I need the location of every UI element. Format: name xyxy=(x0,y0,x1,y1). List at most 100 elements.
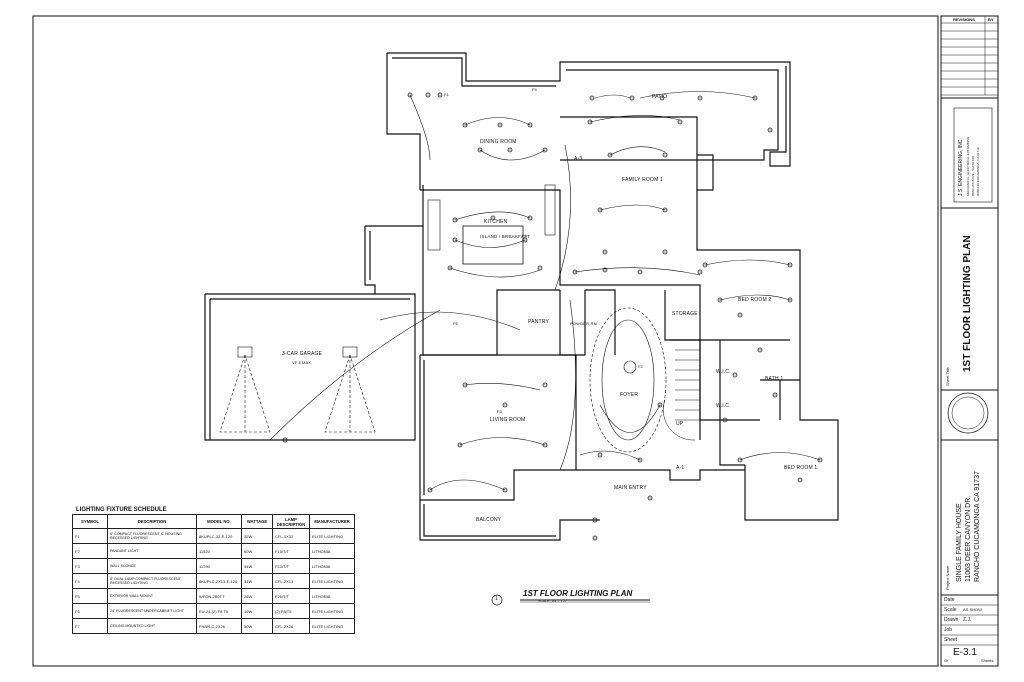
schedule-lamp: CFL-1X32 xyxy=(272,528,310,544)
company-line: MECHANICAL, ELECTRICAL & PLUMBING xyxy=(966,136,970,196)
section-marker xyxy=(491,594,650,606)
drawn-value: Z.J. xyxy=(963,617,972,623)
schedule-model: WFON-2B0TT xyxy=(196,588,242,604)
lighting-fixture-schedule: SYMBOL DESCRIPTION MODEL NO. WATTAGE LAM… xyxy=(72,514,355,634)
company-line: RANCHO CUCAMONGA, CA 91730 xyxy=(976,147,980,196)
room-label-up: UP xyxy=(676,421,684,427)
room-label-bedroom2: BED ROOM 2 xyxy=(738,297,772,303)
sheet-number: E-3.1 xyxy=(953,647,977,658)
schedule-lamp: CFL-2X13 xyxy=(272,573,310,589)
schedule-manufacturer: ELITE LIGHTING xyxy=(309,528,355,544)
room-label-storage: STORAGE xyxy=(672,311,698,317)
sheet-title: 1ST FLOOR LIGHTING PLAN xyxy=(962,235,973,372)
fixture-tag: F3 xyxy=(497,409,502,414)
schedule-symbol: F3 xyxy=(72,558,108,574)
schedule-header: SYMBOL xyxy=(72,514,108,529)
company-name: J.S. ENGINEERING, INC. xyxy=(958,138,964,196)
drawing-scale: SCALE: 1/4"= 1'-0" xyxy=(538,599,568,603)
schedule-row: F6 24" FLUORESCENT UNDERCABINET LIGHT EU… xyxy=(72,603,355,619)
schedule-description: PANDANT LIGHT xyxy=(107,543,197,559)
fixture-tag: F4 xyxy=(522,233,527,238)
schedule-wattage: 50W xyxy=(241,618,273,634)
schedule-symbol: F7 xyxy=(72,618,108,634)
foyer-ceiling xyxy=(589,307,667,453)
schedule-model: 8KUPLC-2X13-E-120 xyxy=(196,573,242,589)
company-line: 8600 UTICA AVE., SUITE 100 xyxy=(971,156,975,196)
schedule-manufacturer: LITHONIA xyxy=(309,558,355,574)
garage-note: VF-EMAX. xyxy=(292,360,313,365)
title-block-frame xyxy=(940,15,999,667)
project-line: SINGLE FAMILY HOUSE xyxy=(956,503,963,582)
room-label-island: ISLAND / BREAKFAST xyxy=(480,234,531,239)
schedule-description: 8" DUAL LAMP COMPACT FLUORESCENT RECESSE… xyxy=(107,573,197,589)
schedule-lamp: F26/T/T xyxy=(272,588,310,604)
scale-label: Scale xyxy=(944,607,957,613)
schedule-row: F1 6" COMPACT FLUORESCENT IC HOUSING REC… xyxy=(72,528,355,544)
schedule-lamp: F13/T/T xyxy=(272,558,310,574)
schedule-manufacturer: ELITE LIGHTING xyxy=(309,603,355,619)
schedule-header: MODEL NO. xyxy=(196,514,242,529)
drawing-title: 1ST FLOOR LIGHTING PLAN xyxy=(523,589,633,598)
sheets-label: Sheets xyxy=(981,658,994,663)
schedule-header: DESCRIPTION xyxy=(107,514,197,529)
schedule-lamp: F15/T/T xyxy=(272,543,310,559)
garage-light-cones xyxy=(219,354,376,433)
project-line: RANCHO CUCAMONGA CA 91737 xyxy=(974,471,981,582)
schedule-row: F5 EXTERIOR WALL MOUNT WFON-2B0TT 26W F2… xyxy=(72,588,355,604)
room-label-kitchen: KITCHEN xyxy=(484,219,508,225)
schedule-description: WALL SCONCE xyxy=(107,558,197,574)
by-label: BY xyxy=(988,17,994,22)
scale-value: AS SHOW xyxy=(963,607,982,612)
schedule-model: 11790 xyxy=(196,558,242,574)
room-label-foyer: FOYER xyxy=(620,392,639,398)
schedule-manufacturer: LITHONIA xyxy=(309,543,355,559)
schedule-manufacturer: ELITE LIGHTING xyxy=(309,573,355,589)
schedule-row: F7 CEILING MOUNTED LIGHT FH8PLC-2X26 50W… xyxy=(72,618,355,634)
schedule-lamp: (2) F8/T5 xyxy=(272,603,310,619)
schedule-description: CEILING MOUNTED LIGHT xyxy=(107,618,197,634)
schedule-row: F3 WALL SCONCE 11790 34W F13/T/T LITHONI… xyxy=(72,558,355,574)
drawn-label: Drawn xyxy=(944,617,959,623)
schedule-title: LIGHTING FIXTURE SCHEDULE xyxy=(76,507,167,513)
schedule-model: 8KUPLC-32-E-120 xyxy=(196,528,242,544)
schedule-manufacturer: ELITE LIGHTING xyxy=(309,618,355,634)
schedule-symbol: F4 xyxy=(72,573,108,589)
sheet-border xyxy=(32,15,939,667)
schedule-symbol: F5 xyxy=(72,588,108,604)
room-label-family: FAMILY ROOM 1 xyxy=(622,177,664,183)
room-label-bedroom1: BED ROOM 1 xyxy=(784,465,818,471)
room-label-wic2: W.I.C. xyxy=(716,403,731,409)
sheet-label: Sheet xyxy=(944,637,958,643)
schedule-header: WATTAGE xyxy=(241,514,273,529)
fixture-tag: F1 xyxy=(444,92,449,97)
schedule-wattage: 34W xyxy=(241,558,273,574)
schedule-manufacturer: LITHONIA xyxy=(309,588,355,604)
building-walls xyxy=(204,52,839,541)
schedule-wattage: 26W xyxy=(241,588,273,604)
schedule-symbol: F1 xyxy=(72,528,108,544)
schedule-description: 6" COMPACT FLUORESCENT IC HOUSING RECESS… xyxy=(107,528,197,544)
room-label-living: LIVING ROOM xyxy=(490,417,526,423)
revisions-label: REVISIONS xyxy=(953,17,975,22)
schedule-wattage: 34W xyxy=(241,573,273,589)
kitchen-island xyxy=(462,225,524,265)
fixture-tag: F6 xyxy=(453,321,458,326)
project-line: 11063 DEER CANYON DR. xyxy=(965,495,972,582)
schedule-header: LAMP DESCRIPTION xyxy=(272,514,310,529)
date-label: Date xyxy=(944,597,955,603)
schedule-model: EU-24-(2) F8 T5 xyxy=(196,603,242,619)
schedule-wattage: 60W xyxy=(241,543,273,559)
fixture-tag: F5 xyxy=(532,87,537,92)
schedule-row: F2 PANDANT LIGHT 11520 60W F15/T/T LITHO… xyxy=(72,543,355,559)
room-label-bath: BATH 1 xyxy=(765,376,784,382)
schedule-header: MANUFACTURER xyxy=(309,514,355,529)
room-label-balcony: BALCONY xyxy=(476,517,502,523)
schedule-lamp: CFL-2X26 xyxy=(272,618,310,634)
schedule-header-row: SYMBOL DESCRIPTION MODEL NO. WATTAGE LAM… xyxy=(72,514,355,529)
detail-number: 1 xyxy=(495,596,498,602)
schedule-description: EXTERIOR WALL MOUNT xyxy=(107,588,197,604)
schedule-wattage: 16W xyxy=(241,603,273,619)
room-label-dining: DINING ROOM xyxy=(480,139,517,145)
